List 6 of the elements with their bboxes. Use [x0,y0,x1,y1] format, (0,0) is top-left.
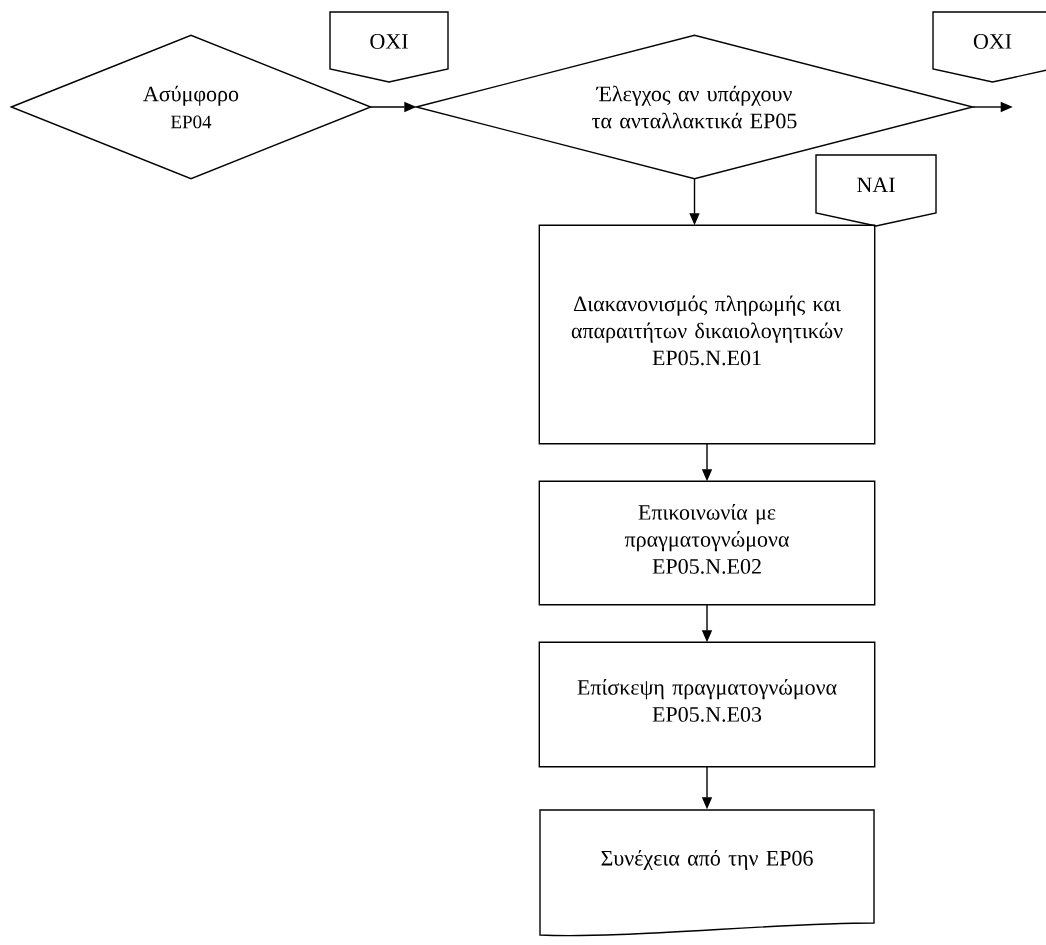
off-page-connector: OXI [932,11,1046,83]
process-box: Επίσκεψη πραγματογνώμονα EP05.N.E03 [538,641,876,768]
process-box: Επικοινωνία με πραγματογνώμονα EP05.N.E02 [538,480,876,606]
off-page-connector: NAI [815,154,937,227]
process-box: Διακανονισμός πληρωμής και απαραιτήτων δικαιολογητικών EP05.N.E01 [538,224,876,445]
off-page-connector: OXI [329,11,449,83]
